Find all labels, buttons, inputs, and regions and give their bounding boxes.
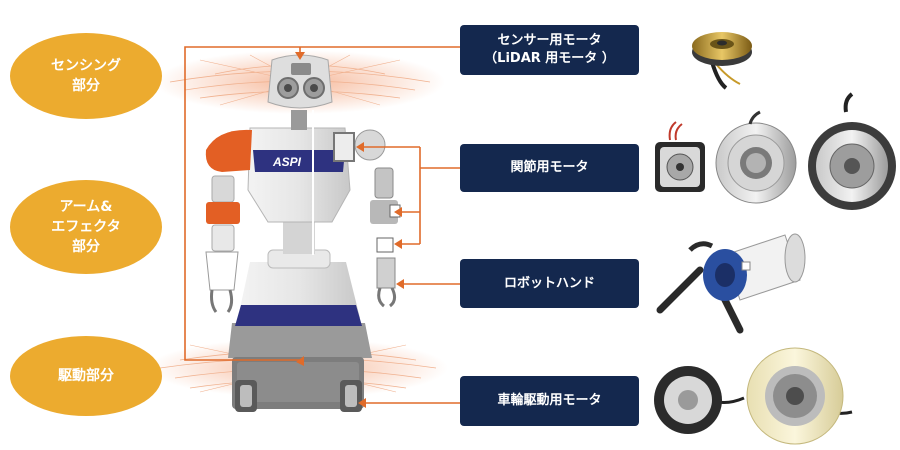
hollow-motor-photo <box>715 110 797 204</box>
wheel-motor-label: 車輪駆動用モータ <box>460 376 639 426</box>
drive-section-label: 駆動部分 <box>10 336 162 416</box>
robot-illustration: ASPI <box>205 54 401 412</box>
stepper-motor-photo <box>655 121 705 192</box>
servo-motor-photo <box>808 92 896 210</box>
robot-hand-photo <box>656 233 806 334</box>
leader-arrowheads <box>295 52 404 408</box>
robot-hand-label: ロボットハンド <box>460 259 639 308</box>
leader-lines <box>184 46 460 404</box>
joint-motor-label: 関節用モータ <box>460 144 639 192</box>
drive-wheel-photo <box>746 347 853 445</box>
chest-logo: ASPI <box>272 155 302 169</box>
lidar-motor-photo <box>692 32 752 90</box>
sensing-section-label: センシング 部分 <box>10 33 162 119</box>
arm-effector-section-label: アーム& エフェクタ 部分 <box>10 180 162 274</box>
in-wheel-motor-photo <box>654 366 745 434</box>
sensor-motor-label: センサー用モータ （LiDAR 用モータ ） <box>460 25 639 75</box>
